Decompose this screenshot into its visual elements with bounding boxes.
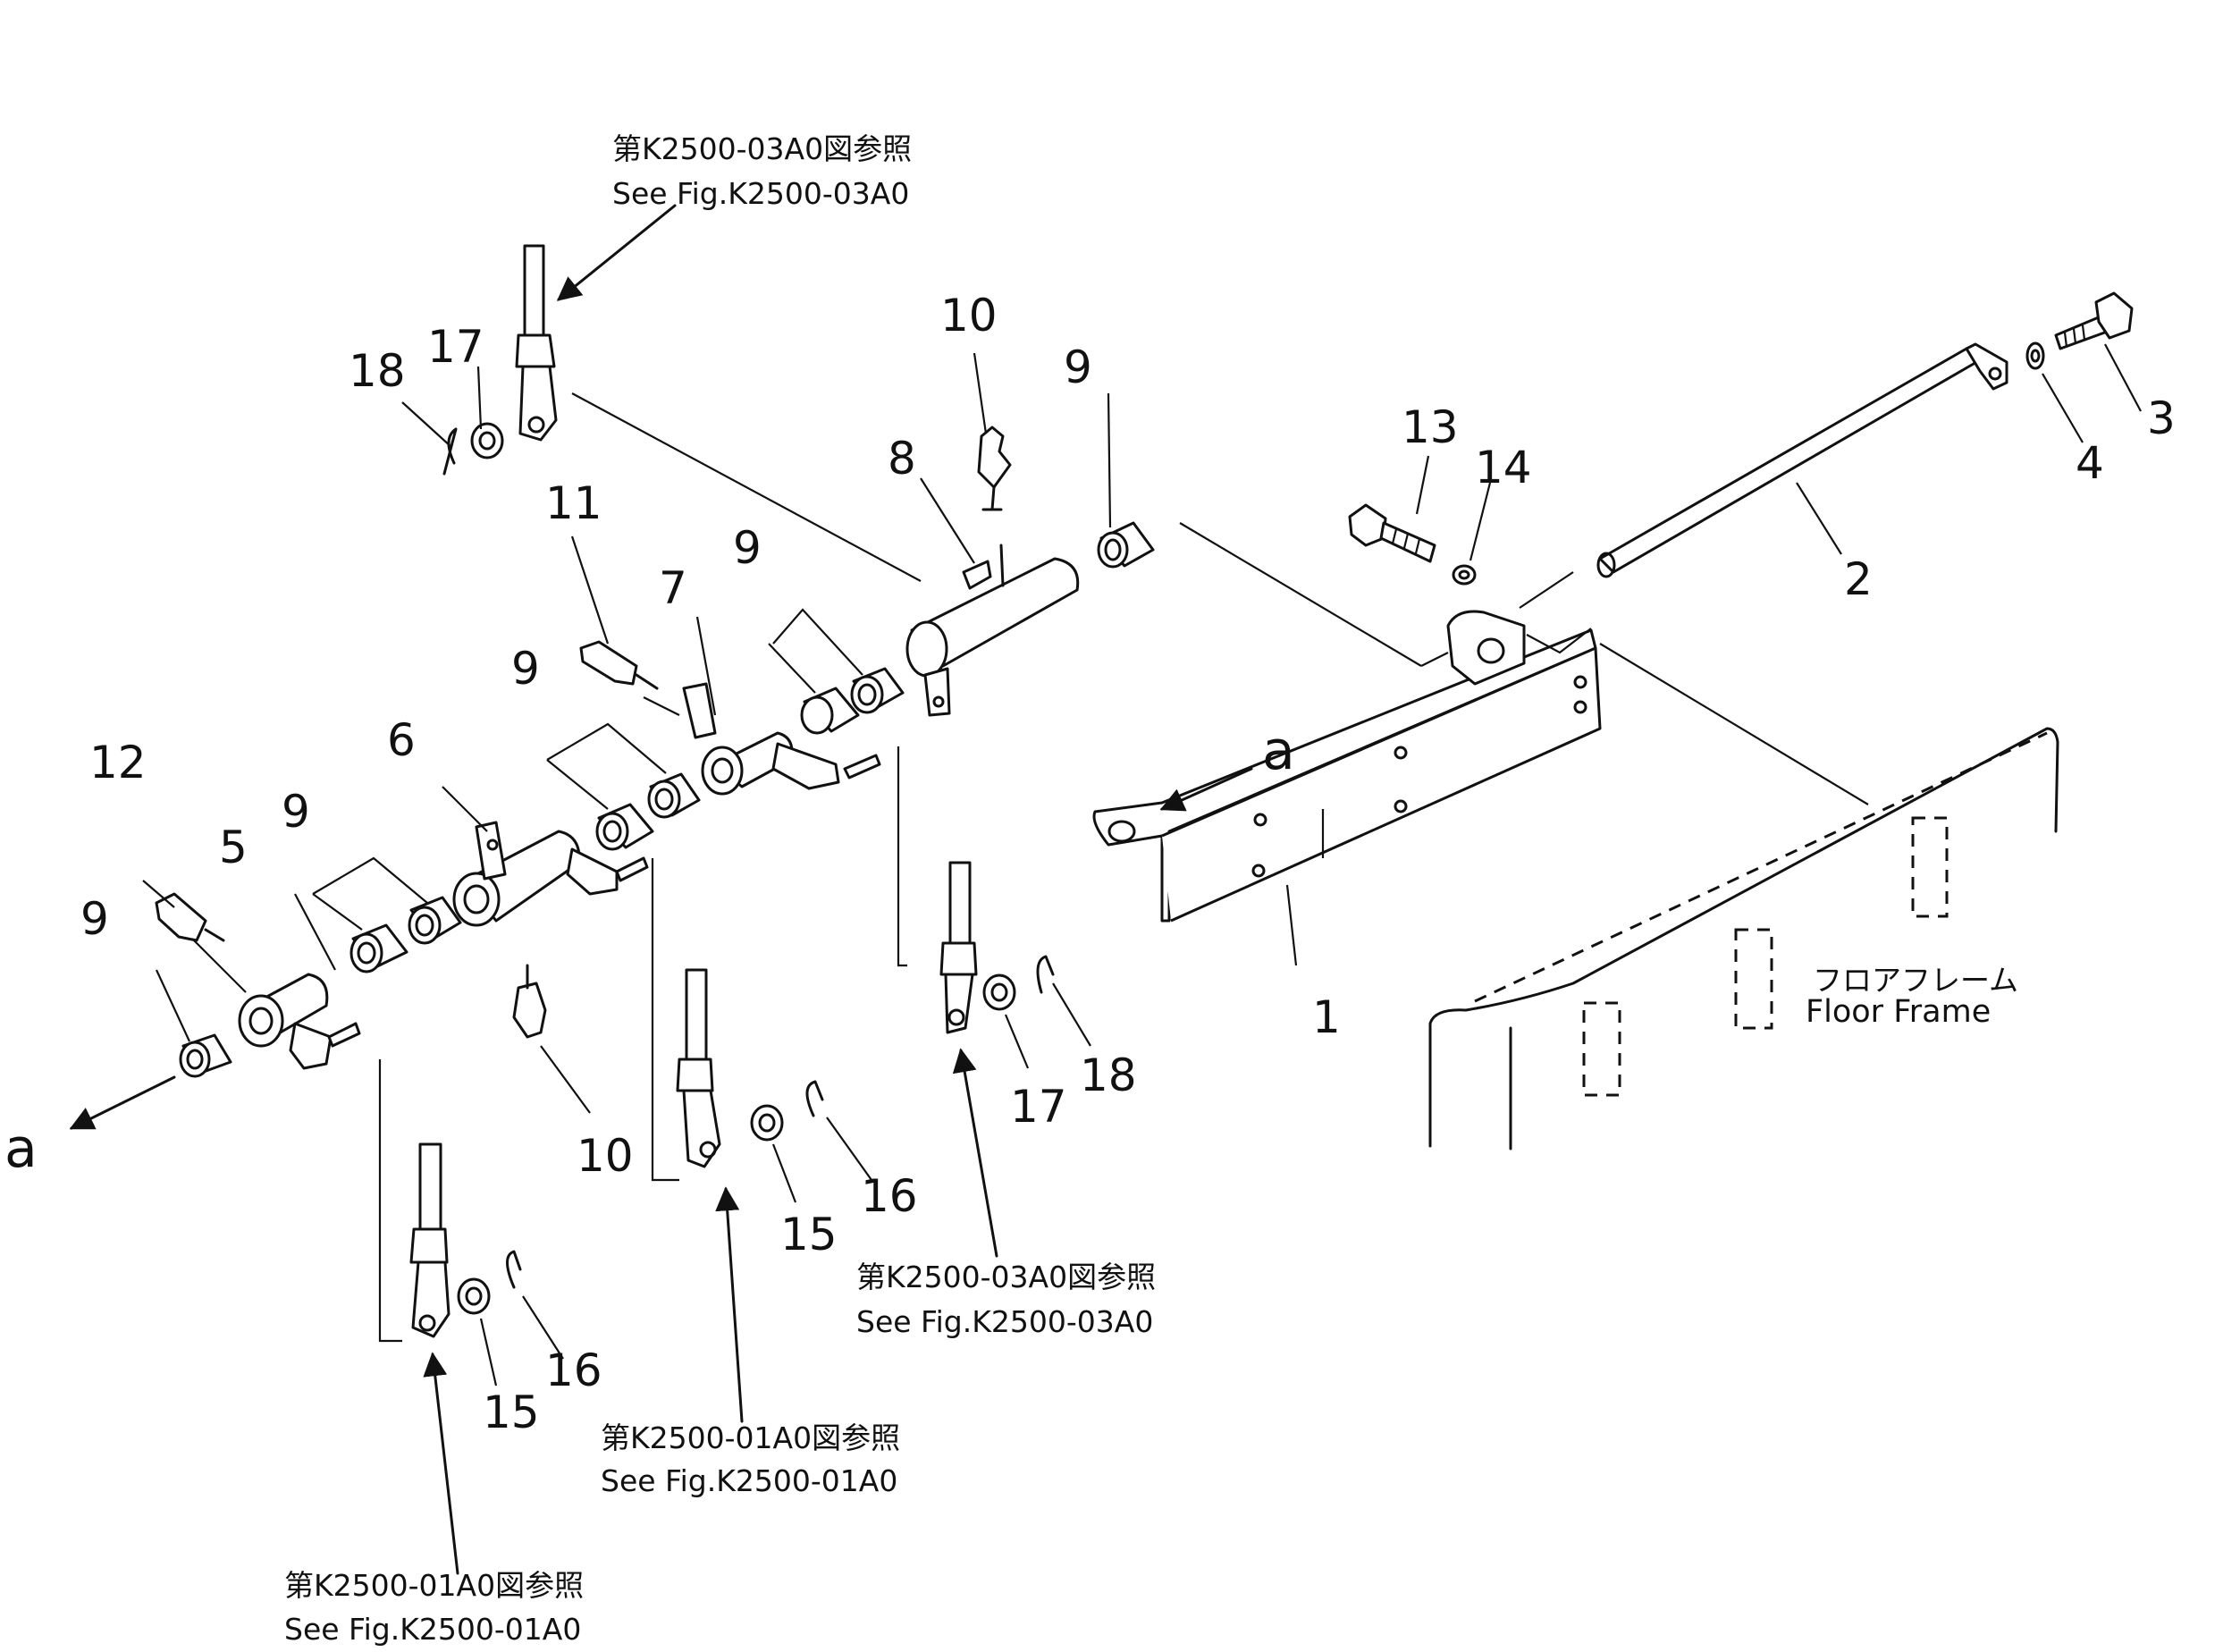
callout-18-right: 18 (1080, 1049, 1137, 1101)
lever-part-7 (682, 682, 881, 796)
ref-bottom-en: See Fig.K2500-01A0 (284, 1612, 581, 1647)
view-marker-left: a (4, 1117, 38, 1180)
callout-17-right: 17 (1010, 1081, 1067, 1133)
reference-arrows (69, 204, 1253, 1575)
ref-bottom-jp: 第K2500-01A0図参照 (284, 1568, 584, 1603)
washer-part-14 (1452, 564, 1477, 586)
callout-9-b: 9 (733, 522, 762, 574)
callout-8: 8 (888, 433, 916, 485)
callout-16-low: 16 (545, 1344, 602, 1396)
callout-14: 14 (1475, 442, 1532, 493)
callout-9-a: 9 (1064, 341, 1092, 393)
bolt-part-3 (2054, 291, 2134, 350)
pin-part-16-low (506, 1250, 522, 1289)
callout-7: 7 (659, 562, 687, 614)
callout-16-mid: 16 (861, 1170, 918, 1222)
grease-nipple-part-11 (579, 640, 659, 690)
grease-nipple-part-12 (155, 892, 225, 942)
ref-right-jp: 第K2500-03A0図参照 (856, 1260, 1156, 1294)
nut-part-17-right (982, 974, 1016, 1011)
view-marker-bracket: a (1262, 720, 1295, 782)
callout-18-top: 18 (349, 345, 406, 397)
bushing-part-9-d (349, 896, 462, 974)
bushing-part-9-a (1097, 521, 1155, 569)
callout-6: 6 (387, 714, 416, 766)
bushing-part-9-c (595, 772, 701, 851)
ref-top-en: See Fig.K2500-03A0 (612, 176, 909, 211)
ref-right-en: See Fig.K2500-03A0 (856, 1304, 1153, 1339)
ref-top-jp: 第K2500-03A0図参照 (612, 131, 912, 166)
callout-9-c: 9 (511, 643, 540, 695)
lever-part-6 (452, 821, 649, 927)
clevis-rod-right (939, 861, 978, 1034)
reference-label-bottom: 第K2500-01A0図参照 See Fig.K2500-01A0 (284, 1568, 584, 1647)
bushing-part-9-b (800, 667, 905, 735)
callout-5: 5 (219, 822, 248, 873)
callout-1: 1 (1312, 991, 1341, 1043)
bushing-part-9-e (179, 1033, 232, 1078)
ref-mid-jp: 第K2500-01A0図参照 (601, 1420, 900, 1455)
pipe-part-8-assembly (905, 544, 1080, 717)
callout-12: 12 (89, 737, 147, 788)
callout-15-mid: 15 (780, 1209, 838, 1260)
clevis-rod-low (409, 1142, 451, 1338)
lever-part-5 (238, 973, 361, 1070)
pin-part-18-top (442, 427, 458, 476)
callout-9-e: 9 (80, 893, 109, 945)
grease-nipple-part-10-top (977, 426, 1012, 511)
reference-label-right: 第K2500-03A0図参照 See Fig.K2500-03A0 (856, 1260, 1156, 1339)
ref-mid-en: See Fig.K2500-01A0 (601, 1463, 897, 1498)
floor-frame-label: フロアフレーム Floor Frame (1806, 963, 2018, 1030)
washer-part-4 (2025, 341, 2045, 370)
pin-part-18-right (1036, 955, 1055, 994)
bracket-part-1 (1092, 610, 1602, 923)
reference-label-top: 第K2500-03A0図参照 See Fig.K2500-03A0 (612, 131, 912, 211)
floor-frame-label-jp: フロアフレーム (1813, 963, 2018, 998)
bolt-part-13 (1348, 503, 1436, 563)
callout-2: 2 (1844, 553, 1873, 605)
callout-11: 11 (545, 477, 602, 529)
clevis-rod-top (515, 244, 558, 442)
callout-3: 3 (2147, 392, 2176, 444)
nut-part-15-mid (750, 1104, 784, 1142)
nut-part-17-top (470, 422, 504, 459)
floor-frame (1428, 727, 2059, 1150)
callout-17-top: 17 (427, 321, 484, 373)
callout-10-low: 10 (577, 1130, 634, 1182)
reference-label-mid: 第K2500-01A0図参照 See Fig.K2500-01A0 (601, 1420, 900, 1498)
callout-numbers: 1 2 3 4 5 6 7 8 10 9 9 9 9 9 11 12 13 14… (80, 290, 2176, 1438)
callout-15-low: 15 (483, 1386, 540, 1438)
floor-frame-label-en: Floor Frame (1806, 994, 1991, 1030)
clevis-rod-mid (676, 968, 721, 1168)
rod-part-2 (1596, 342, 2008, 578)
callout-9-d: 9 (282, 786, 310, 838)
callout-13: 13 (1402, 401, 1459, 453)
leader-lines (142, 343, 2142, 1386)
pin-part-16-mid (805, 1080, 824, 1117)
nut-part-15-low (457, 1277, 491, 1315)
connection-lines (191, 392, 1869, 1343)
callout-4: 4 (2076, 437, 2104, 489)
callout-10-top: 10 (940, 290, 998, 341)
grease-nipple-part-10-lower (512, 964, 547, 1039)
